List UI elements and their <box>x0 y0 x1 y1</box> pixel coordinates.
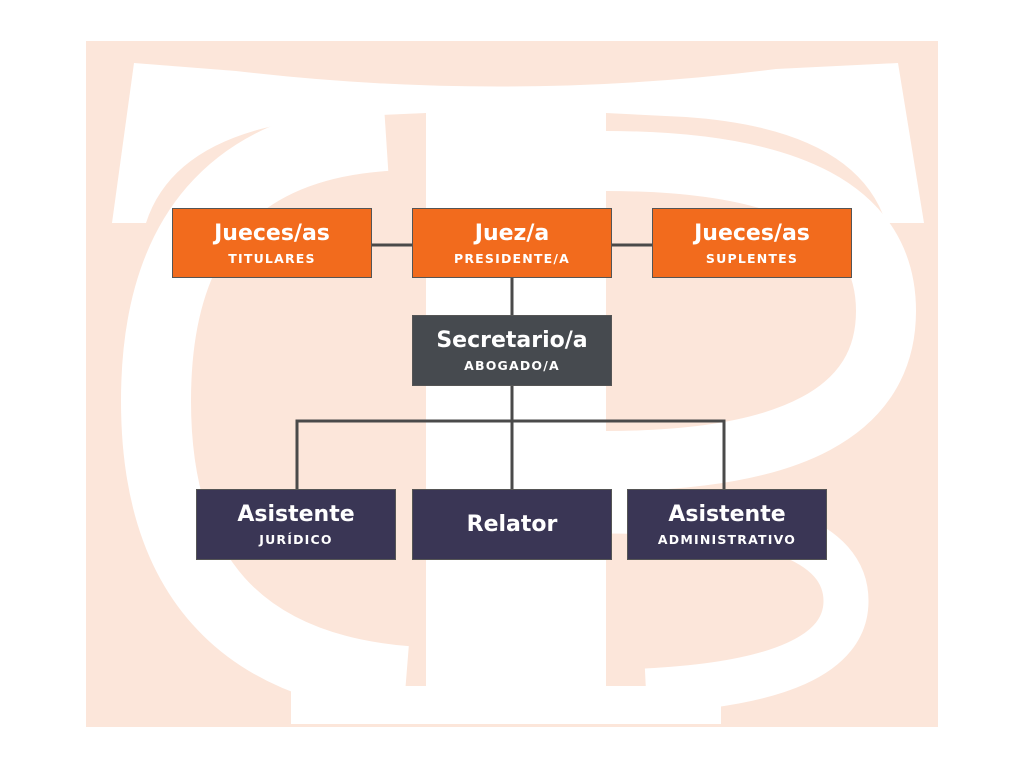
node-subtitle: PRESIDENTE/A <box>453 250 571 266</box>
node-relator: Relator <box>412 489 612 560</box>
node-title: Asistente <box>668 502 786 527</box>
node-title: Jueces/as <box>214 220 330 246</box>
connector-lines <box>295 243 726 489</box>
node-subtitle: ADMINISTRATIVO <box>657 532 797 547</box>
node-juez-presidente: Juez/a PRESIDENTE/A <box>412 208 612 278</box>
node-jueces-suplentes: Jueces/as SUPLENTES <box>652 208 852 278</box>
node-asistente-administrativo: Asistente ADMINISTRATIVO <box>627 489 827 560</box>
node-subtitle: SUPLENTES <box>705 250 799 266</box>
node-title: Juez/a <box>474 220 550 246</box>
tp-monogram-logo-icon <box>112 63 924 724</box>
org-chart-canvas: Jueces/as TITULARES Juez/a PRESIDENTE/A … <box>86 41 938 727</box>
connector-asistentes-bus <box>295 419 726 489</box>
node-title: Asistente <box>237 502 355 527</box>
node-title: Relator <box>466 511 558 537</box>
node-subtitle: ABOGADO/A <box>464 358 560 373</box>
node-title: Jueces/as <box>694 220 810 246</box>
node-subtitle: JURÍDICO <box>259 532 333 547</box>
node-subtitle: TITULARES <box>228 250 316 266</box>
node-secretario: Secretario/a ABOGADO/A <box>412 315 612 386</box>
node-title: Secretario/a <box>436 328 588 353</box>
node-jueces-titulares: Jueces/as TITULARES <box>172 208 372 278</box>
node-asistente-juridico: Asistente JURÍDICO <box>196 489 396 560</box>
